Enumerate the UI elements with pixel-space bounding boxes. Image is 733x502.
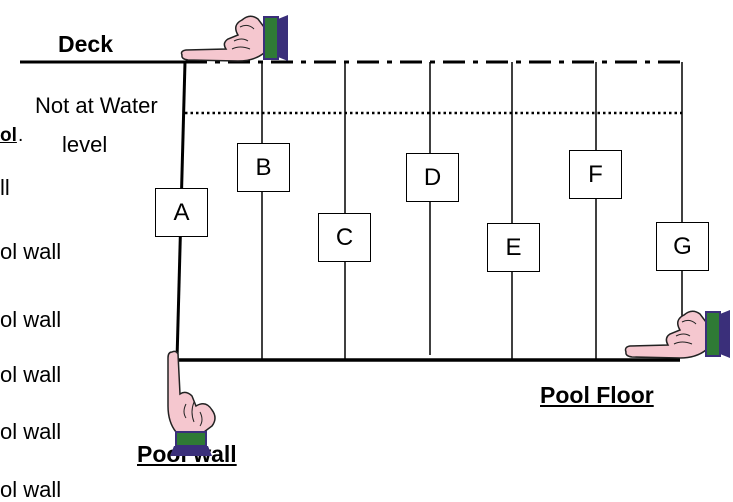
deck-label: Deck <box>58 31 113 57</box>
not-at-water-level-label-line2: level <box>62 132 108 157</box>
left-fragment-5: ol wall <box>0 419 62 444</box>
left-fragment-4: ol wall <box>0 362 62 387</box>
pool-floor-label: Pool Floor <box>540 382 654 408</box>
marker-e: E <box>487 223 540 272</box>
left-fragment-1: ll <box>0 175 10 200</box>
left-fragment-2: ol wall <box>0 239 62 264</box>
not-at-water-level-label-line1: Not at Water <box>35 93 158 118</box>
pointing-hand-icon <box>180 15 288 62</box>
left-fragment-bold: ol <box>0 125 17 146</box>
left-fragment-3: ol wall <box>0 307 62 332</box>
marker-a: A <box>155 188 208 237</box>
left-fragment-6: ol wall <box>0 477 62 502</box>
marker-d: D <box>406 153 459 202</box>
marker-c: C <box>318 213 371 262</box>
marker-g: G <box>656 222 709 271</box>
pointing-hand-icon <box>624 310 730 359</box>
left-fragment-period: . <box>18 125 24 146</box>
marker-f: F <box>569 150 622 199</box>
marker-b: B <box>237 143 290 192</box>
pointing-hand-icon <box>167 350 216 456</box>
